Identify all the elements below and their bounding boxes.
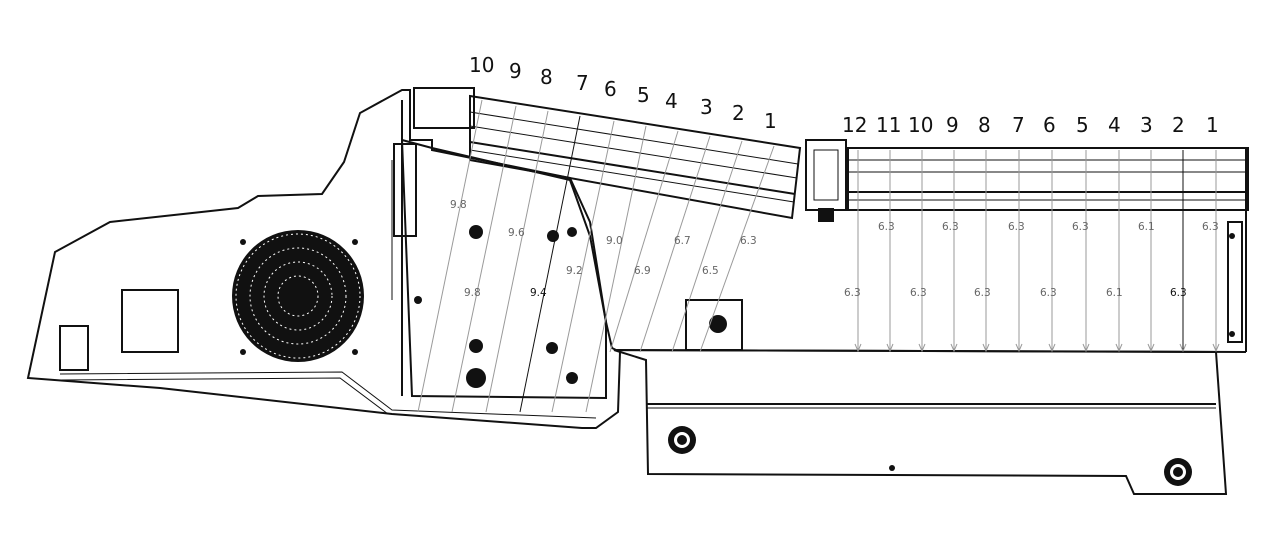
left-reading-lower: 9.8 [464, 287, 481, 299]
right-pointer-arrow [1015, 343, 1023, 353]
left-reading-upper: 9.8 [450, 199, 467, 211]
right-tray-number: 8 [978, 113, 991, 137]
left-housing-outline [26, 89, 622, 429]
right-reading-lower: 6.3 [974, 287, 991, 299]
right-pointer-arrow [1115, 343, 1123, 353]
left-tray-number: 6 [604, 77, 617, 101]
right-tray-number: 1 [1206, 113, 1219, 137]
right-pointer-arrow [1082, 343, 1090, 353]
left-reading-upper: 6.7 [674, 235, 691, 247]
left-base-rail [59, 371, 597, 419]
left-tray-numbers: 10 9 8 7 6 5 4 3 2 1 [469, 53, 777, 133]
left-reading-upper: 9.0 [606, 235, 623, 247]
left-small-bracket [59, 325, 89, 371]
left-tray [469, 94, 802, 220]
left-pointer-line [639, 135, 711, 353]
left-reading-upper: 9.6 [508, 227, 525, 239]
right-tray-number: 11 [876, 113, 901, 137]
right-reading-lower: 6.3 [844, 287, 861, 299]
right-tray [847, 147, 1249, 352]
right-tray-number: 10 [908, 113, 933, 137]
right-tray-number: 2 [1172, 113, 1185, 137]
left-pointers [417, 99, 775, 413]
right-reading-lower: 6.1 [1106, 287, 1123, 299]
top-mount-block [413, 87, 475, 129]
right-pointer-arrow [982, 343, 990, 353]
right-reading-lower: 6.3 [1040, 287, 1057, 299]
right-tray-number: 9 [946, 113, 959, 137]
left-reading-lower: 6.9 [634, 265, 651, 277]
left-reading-lower: 9.4 [530, 287, 547, 299]
right-tray-number: 4 [1108, 113, 1121, 137]
right-pointer-arrow [886, 343, 894, 353]
right-base [613, 349, 1228, 495]
coupler [805, 139, 847, 222]
right-tray-number: 3 [1140, 113, 1153, 137]
left-base-rail-lower [59, 377, 389, 415]
left-panel-square [121, 289, 179, 353]
left-tray-number: 3 [700, 95, 713, 119]
right-reading-upper: 6.1 [1138, 221, 1155, 233]
left-reading-lower: 9.2 [566, 265, 583, 277]
right-pointer-arrow [1147, 343, 1155, 353]
right-pointer-arrow [918, 343, 926, 353]
left-tray-number: 7 [576, 71, 589, 95]
left-tray-number: 5 [637, 83, 650, 107]
right-reading-upper: 6.3 [1008, 221, 1025, 233]
right-tray-number: 6 [1043, 113, 1056, 137]
right-pointer-arrow [1048, 343, 1056, 353]
left-frame-holes [414, 225, 578, 388]
right-tray-number: 7 [1012, 113, 1025, 137]
right-reading-upper: 6.3 [1072, 221, 1089, 233]
left-pointer-line [451, 105, 517, 413]
right-pointer-arrow [1179, 343, 1187, 353]
left-pointer-line [699, 145, 775, 353]
left-frame-panel [400, 138, 607, 400]
left-pointer-line [519, 115, 581, 413]
right-tray-readings: 6.3 6.3 6.3 6.3 6.1 6.3 6.3 6.3 6.3 6.3 … [844, 221, 1219, 299]
right-reading-upper: 6.3 [942, 221, 959, 233]
left-pointer-line [671, 140, 743, 353]
left-tray-number: 10 [469, 53, 494, 77]
left-pointer-line [609, 130, 679, 353]
right-tray-numbers: 12 11 10 9 8 7 6 5 4 3 2 1 [842, 113, 1219, 137]
left-pointer-line [551, 120, 615, 413]
left-tray-number: 8 [540, 65, 553, 89]
right-pointer-arrow [854, 343, 862, 353]
right-tray-number: 12 [842, 113, 867, 137]
motor-bracket [685, 299, 743, 351]
right-reading-upper: 6.3 [878, 221, 895, 233]
left-tray-readings: 9.8 9.6 9.0 6.7 6.3 9.8 9.4 9.2 6.9 6.5 [450, 199, 757, 299]
left-reading-lower: 6.5 [702, 265, 719, 277]
right-tray-number: 5 [1076, 113, 1089, 137]
left-tray-number: 9 [509, 59, 522, 83]
right-pointers [854, 150, 1220, 353]
right-pointer-arrow [950, 343, 958, 353]
left-pointer-line [585, 125, 647, 413]
left-tray-number: 1 [764, 109, 777, 133]
right-reading-lower: 6.3 [1170, 287, 1187, 299]
left-tray-number: 4 [665, 89, 678, 113]
right-reading-upper: 6.3 [1202, 221, 1219, 233]
left-pointer-line [485, 110, 549, 413]
left-tray-number: 2 [732, 101, 745, 125]
right-reading-lower: 6.3 [910, 287, 927, 299]
left-pointer-line [417, 99, 483, 413]
left-reading-upper: 6.3 [740, 235, 757, 247]
fan-grille [232, 230, 364, 362]
right-pointer-arrow [1212, 343, 1220, 353]
